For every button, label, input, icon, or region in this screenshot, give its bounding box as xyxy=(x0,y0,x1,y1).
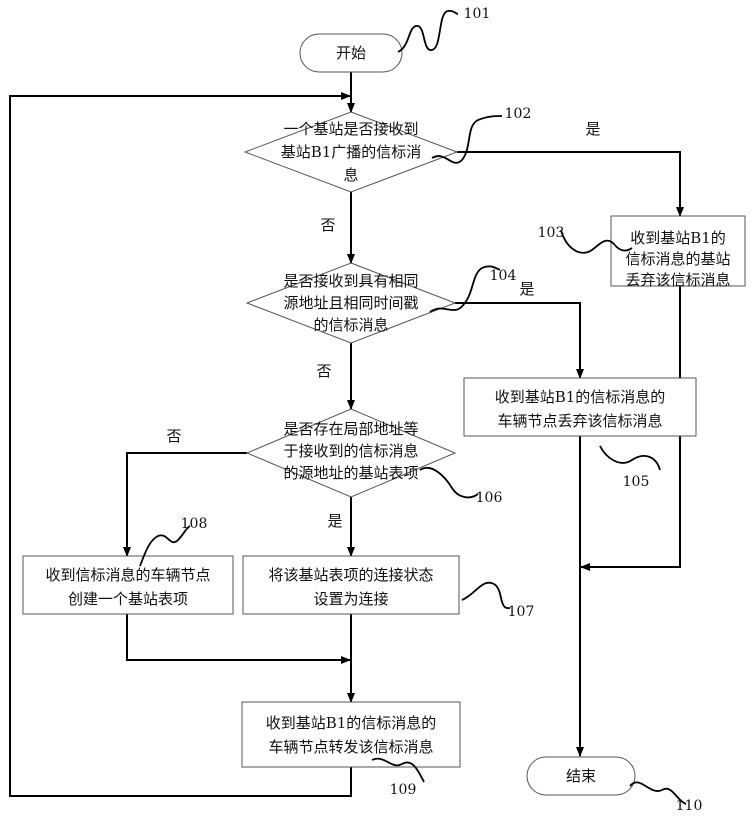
leader-101 xyxy=(398,11,458,52)
ref-106: 106 xyxy=(476,490,503,506)
decision-104-line-2: 源地址且相同时间戳 xyxy=(283,294,418,312)
leader-106 xyxy=(420,468,478,498)
decision-106-line-3: 的源地址的基站表项 xyxy=(283,464,418,482)
ref-101: 101 xyxy=(464,6,491,22)
box-108-line-2: 创建一个基站表项 xyxy=(68,590,188,608)
decision-102-line-2: 基站B1广播的信标消 xyxy=(281,143,422,161)
edge-b108-to-merge xyxy=(127,614,350,660)
box-109: 收到基站B1的信标消息的 车辆节点转发该信标消息 xyxy=(242,702,460,767)
label-d102-no: 否 xyxy=(320,216,335,234)
end-terminal: 结束 xyxy=(527,757,635,795)
box-109-line-2: 车辆节点转发该信标消息 xyxy=(268,738,433,756)
ref-109: 109 xyxy=(390,782,417,798)
box-105: 收到基站B1的信标消息的 车辆节点丢弃该信标消息 xyxy=(464,378,696,436)
ref-105: 105 xyxy=(623,474,650,490)
start-terminal: 开始 xyxy=(300,34,402,72)
ref-102: 102 xyxy=(505,106,532,122)
ref-104: 104 xyxy=(490,268,517,284)
decision-104-line-1: 是否接收到具有相同 xyxy=(283,272,418,290)
label-d106-yes: 是 xyxy=(327,512,342,530)
box-103: 收到基站B1的 信标消息的基站 丢弃该信标消息 xyxy=(611,216,745,289)
box-107: 将该基站表项的连接状态 设置为连接 xyxy=(243,556,459,614)
ref-107: 107 xyxy=(508,604,535,620)
ref-108: 108 xyxy=(181,516,208,532)
edge-d104-yes-to-b105 xyxy=(455,303,580,378)
leader-105 xyxy=(600,446,660,470)
decision-106: 是否存在局部地址等 于接收到的信标消息 的源地址的基站表项 xyxy=(247,409,455,497)
box-107-line-2: 设置为连接 xyxy=(313,590,388,608)
ref-103: 103 xyxy=(538,225,565,241)
box-103-line-2: 信标消息的基站 xyxy=(625,250,730,268)
decision-106-line-2: 于接收到的信标消息 xyxy=(283,442,418,460)
box-103-line-1: 收到基站B1的 xyxy=(630,229,726,247)
box-108: 收到信标消息的车辆节点 创建一个基站表项 xyxy=(23,556,233,614)
edge-d102-yes-to-b103 xyxy=(457,152,680,216)
box-105-line-1: 收到基站B1的信标消息的 xyxy=(495,388,666,406)
label-d104-yes: 是 xyxy=(519,280,534,298)
ref-110: 110 xyxy=(676,798,703,814)
box-108-line-1: 收到信标消息的车辆节点 xyxy=(45,566,210,584)
decision-106-line-1: 是否存在局部地址等 xyxy=(283,420,418,438)
decision-102-line-1: 一个基站是否接收到 xyxy=(283,120,418,138)
edge-d106-no-to-b108 xyxy=(127,453,247,556)
start-text: 开始 xyxy=(336,44,366,62)
box-105-line-2: 车辆节点丢弃该信标消息 xyxy=(497,412,662,430)
label-d106-no: 否 xyxy=(166,427,181,445)
decision-102-line-3: 息 xyxy=(343,166,358,184)
label-d102-yes: 是 xyxy=(585,120,600,138)
box-109-shape xyxy=(242,702,460,767)
box-109-line-1: 收到基站B1的信标消息的 xyxy=(266,714,437,732)
box-107-line-1: 将该基站表项的连接状态 xyxy=(268,566,433,584)
box-103-line-3: 丢弃该信标消息 xyxy=(625,271,730,289)
decision-102: 一个基站是否接收到 基站B1广播的信标消 息 xyxy=(245,112,457,192)
decision-104: 是否接收到具有相同 源地址且相同时间戳 的信标消息 xyxy=(247,263,455,343)
leader-102 xyxy=(432,116,502,163)
end-text: 结束 xyxy=(566,767,596,785)
label-d104-no: 否 xyxy=(316,362,331,380)
leader-107 xyxy=(462,583,510,608)
decision-104-line-3: 的信标消息 xyxy=(313,316,388,334)
